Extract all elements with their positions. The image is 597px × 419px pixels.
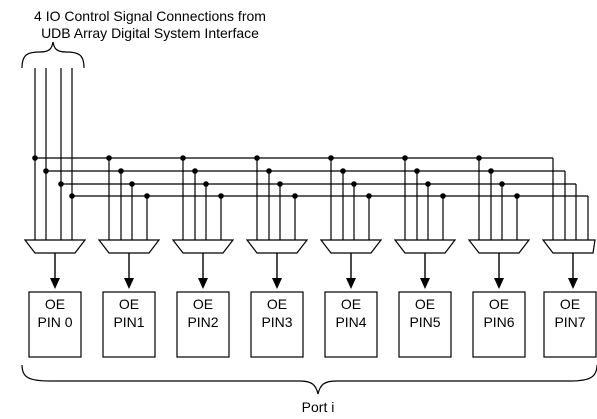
mux-5 — [393, 239, 457, 254]
arrow-head — [50, 278, 60, 289]
pin-box-frame — [102, 291, 156, 358]
pin-box-frame — [472, 291, 526, 358]
junction-dot — [254, 155, 260, 161]
pin-name-label: PIN7 — [554, 314, 585, 330]
pin-oe-label: OE — [267, 296, 287, 312]
pin-box-1: OE PIN1 — [102, 291, 156, 358]
junction-dot — [488, 168, 494, 174]
pin-box-7: OE PIN7 — [543, 291, 597, 358]
pin-box-frame — [250, 291, 304, 358]
arrow-head — [198, 278, 208, 289]
junction-dot — [499, 181, 505, 187]
junction-dot — [203, 181, 209, 187]
mux-group — [23, 239, 596, 254]
pin-oe-label: OE — [341, 296, 361, 312]
mux-0 — [23, 239, 87, 254]
arrow-head — [272, 278, 282, 289]
pin-name-label: PIN5 — [409, 314, 440, 330]
mux-4 — [319, 239, 383, 254]
signal-wires — [34, 68, 589, 240]
pin-box-frame — [398, 291, 452, 358]
junction-dot — [340, 168, 346, 174]
pin-oe-label: OE — [489, 296, 509, 312]
junction-dot — [476, 155, 482, 161]
pin-box-frame — [176, 291, 230, 358]
junction-dot — [277, 181, 283, 187]
junction-dot — [218, 193, 224, 199]
junction-dot — [144, 193, 150, 199]
junction-dot — [129, 181, 135, 187]
port-label: Port i — [302, 399, 335, 415]
junction-dots — [32, 155, 520, 199]
junction-dot — [366, 193, 372, 199]
junction-dot — [58, 181, 64, 187]
arrow-head — [568, 278, 578, 289]
mux-3 — [245, 239, 309, 254]
junction-dot — [292, 193, 298, 199]
port-brace — [21, 364, 597, 395]
mux-1 — [97, 239, 161, 254]
junction-dot — [351, 181, 357, 187]
junction-dot — [328, 155, 334, 161]
pin-box-frame — [324, 291, 378, 358]
junction-dot — [69, 193, 75, 199]
arrow-head — [420, 278, 430, 289]
pin-name-label: PIN 0 — [37, 314, 72, 330]
arrow-head — [124, 278, 134, 289]
junction-dot — [43, 168, 49, 174]
pin-box-frame — [543, 291, 597, 358]
junction-dot — [514, 193, 520, 199]
junction-dot — [414, 168, 420, 174]
pin-box-6: OE PIN6 — [472, 291, 526, 358]
junction-dot — [440, 193, 446, 199]
pin-box-frame — [28, 291, 82, 358]
pin-box-3: OE PIN3 — [250, 291, 304, 358]
mux-2 — [171, 239, 235, 254]
signal-brace — [21, 41, 85, 69]
junction-dot — [402, 155, 408, 161]
junction-dot — [266, 168, 272, 174]
junction-dot — [32, 155, 38, 161]
mux-6 — [467, 239, 531, 254]
junction-dot — [180, 155, 186, 161]
mux-7 — [541, 239, 596, 254]
pin-group: OE PIN 0 OE PIN1 OE PIN2 OE PIN3 OE PIN4 OE PIN5 OE P… — [28, 291, 597, 358]
junction-dot — [118, 168, 124, 174]
pin-box-2: OE PIN2 — [176, 291, 230, 358]
pin-box-0: OE PIN 0 — [28, 291, 82, 358]
pin-oe-label: OE — [193, 296, 213, 312]
pin-box-5: OE PIN5 — [398, 291, 452, 358]
pin-oe-label: OE — [45, 296, 65, 312]
junction-dot — [425, 181, 431, 187]
junction-dot — [192, 168, 198, 174]
pin-box-4: OE PIN4 — [324, 291, 378, 358]
pin-name-label: PIN6 — [483, 314, 514, 330]
pin-name-label: PIN2 — [187, 314, 218, 330]
pin-name-label: PIN4 — [335, 314, 366, 330]
arrow-head — [494, 278, 504, 289]
pin-oe-label: OE — [415, 296, 435, 312]
pin-oe-label: OE — [119, 296, 139, 312]
title-line-2: UDB Array Digital System Interface — [41, 25, 259, 41]
pin-name-label: PIN1 — [113, 314, 144, 330]
title-line-1: 4 IO Control Signal Connections from — [34, 8, 266, 24]
arrow-head — [346, 278, 356, 289]
arrow-group — [50, 253, 578, 289]
pin-oe-label: OE — [560, 296, 580, 312]
pin-name-label: PIN3 — [261, 314, 292, 330]
junction-dot — [106, 155, 112, 161]
